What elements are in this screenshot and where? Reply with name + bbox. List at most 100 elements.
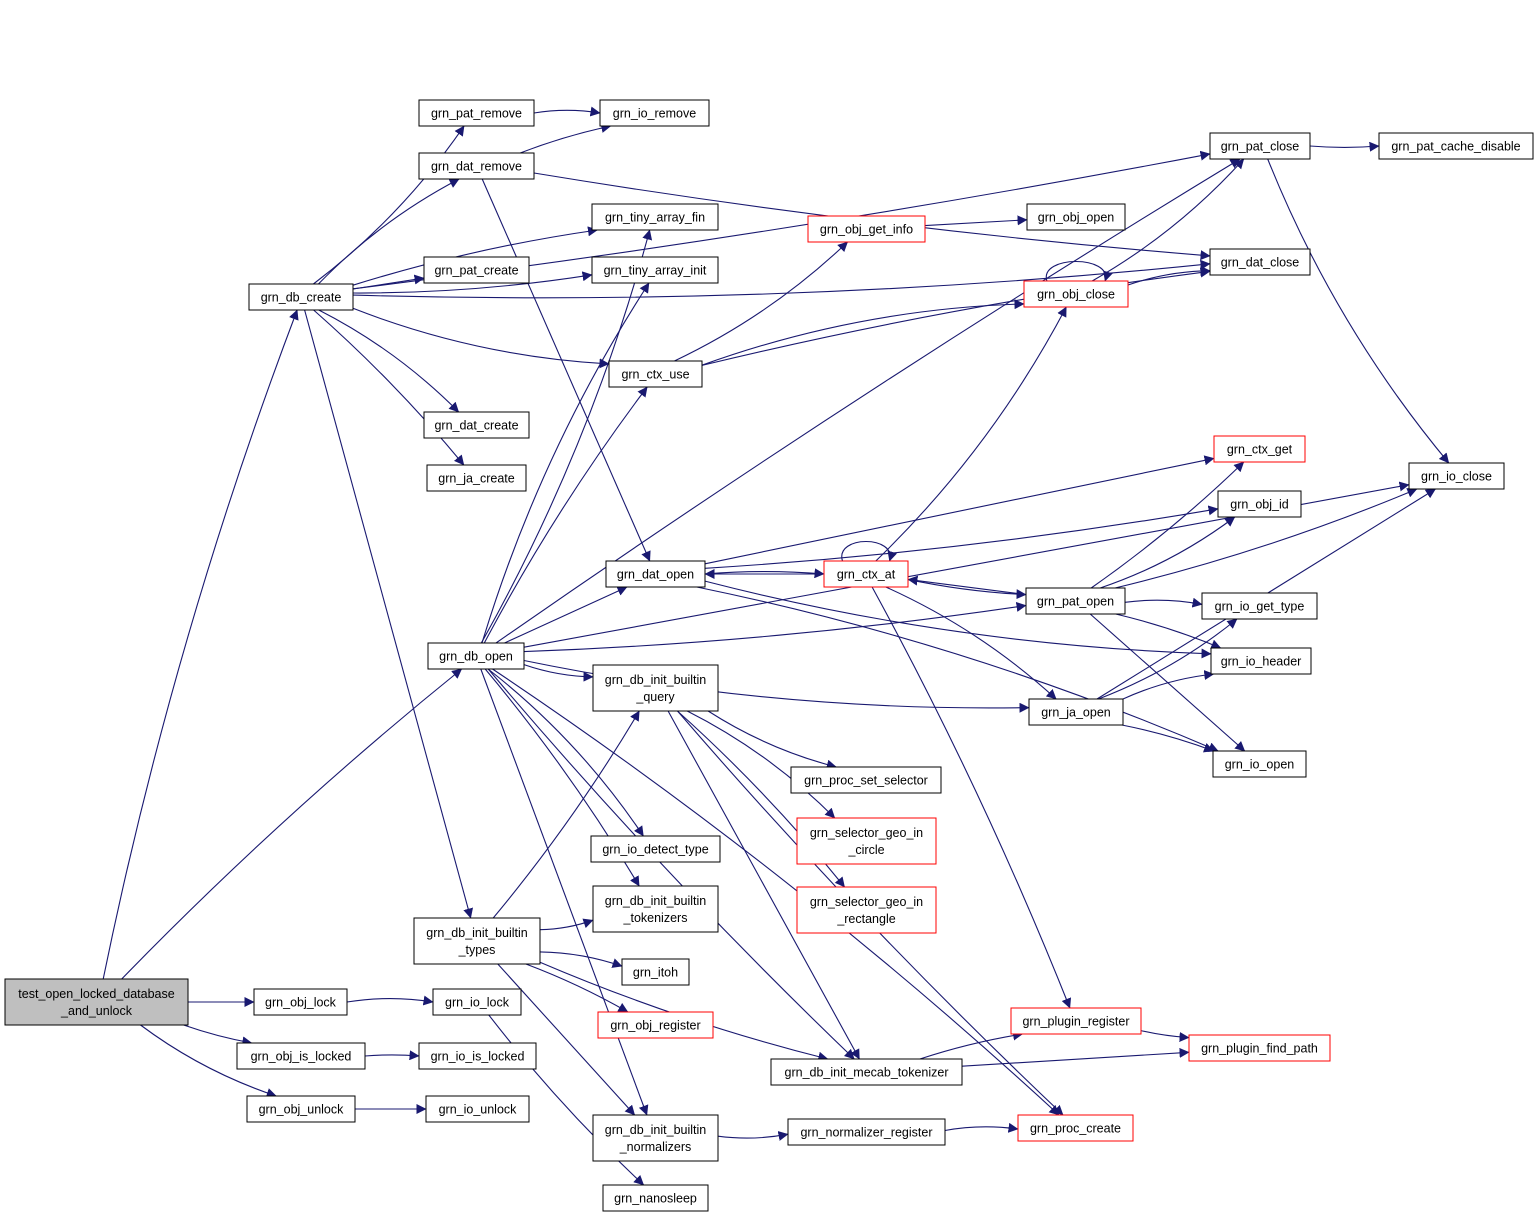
node-label: grn_tiny_array_fin	[605, 211, 705, 225]
node-label: grn_io_lock	[445, 996, 510, 1010]
node-pat-cache-disable[interactable]: grn_pat_cache_disable	[1378, 132, 1534, 160]
node-obj-get-info[interactable]: grn_obj_get_info	[807, 215, 926, 243]
node-geo-circle[interactable]: grn_selector_geo_in_circle	[796, 817, 937, 865]
node-nanosleep[interactable]: grn_nanosleep	[602, 1184, 709, 1212]
node-box	[248, 283, 354, 311]
call-edge-init_types-to-obj_register	[525, 963, 629, 1013]
node-plugin-register[interactable]: grn_plugin_register	[1010, 1007, 1142, 1035]
node-io-unlock[interactable]: grn_io_unlock	[425, 1095, 530, 1123]
node-init-types[interactable]: grn_db_init_builtin_types	[413, 917, 541, 965]
node-label: grn_ctx_get	[1227, 443, 1293, 457]
node-dat-create[interactable]: grn_dat_create	[423, 411, 530, 439]
node-normalizer-register[interactable]: grn_normalizer_register	[787, 1118, 946, 1146]
node-pat-open[interactable]: grn_pat_open	[1025, 587, 1126, 615]
node-pat-remove[interactable]: grn_pat_remove	[418, 99, 535, 127]
node-box	[790, 766, 942, 794]
call-edge-pat_remove-to-io_remove	[533, 106, 601, 117]
node-io-lock[interactable]: grn_io_lock	[432, 988, 522, 1016]
node-label: grn_ctx_use	[621, 368, 689, 382]
call-edge-init_types-to-itoh	[539, 951, 623, 968]
node-db-open[interactable]: grn_db_open	[427, 642, 525, 670]
node-label: grn_io_detect_type	[602, 843, 708, 857]
node-box	[796, 817, 937, 865]
node-itoh[interactable]: grn_itoh	[621, 958, 690, 986]
node-pat-create[interactable]: grn_pat_create	[423, 256, 530, 284]
node-dat-close[interactable]: grn_dat_close	[1209, 248, 1311, 276]
node-io-header[interactable]: grn_io_header	[1210, 647, 1312, 675]
node-box	[608, 360, 703, 388]
call-edge-pat_open-to-ctx_get	[1090, 461, 1245, 589]
call-edge-db_open-to-init_query	[523, 664, 594, 682]
node-label: grn_itoh	[633, 966, 678, 980]
node-box	[418, 1042, 537, 1070]
node-init-normalizers[interactable]: grn_db_init_builtin_normalizers	[592, 1114, 719, 1162]
node-geo-rect[interactable]: grn_selector_geo_in_rectangle	[796, 886, 937, 934]
node-io-detect[interactable]: grn_io_detect_type	[590, 835, 721, 863]
node-label: grn_ja_create	[438, 472, 514, 486]
node-obj-unlock[interactable]: grn_obj_unlock	[246, 1095, 356, 1123]
node-box	[418, 152, 535, 180]
node-proc-create[interactable]: grn_proc_create	[1017, 1114, 1134, 1142]
call-edge-ctx_at-to-ja_open	[885, 586, 1057, 700]
node-io-open[interactable]: grn_io_open	[1212, 750, 1307, 778]
node-ctx-use[interactable]: grn_ctx_use	[608, 360, 703, 388]
call-edge-dat_remove-to-io_remove	[520, 123, 612, 154]
call-edge-init_types-to-init_normalizers	[497, 963, 636, 1116]
call-edge-db_open-to-pat_open	[523, 601, 1027, 653]
node-box	[621, 958, 690, 986]
node-io-is-locked[interactable]: grn_io_is_locked	[418, 1042, 537, 1070]
node-box	[597, 1011, 714, 1039]
node-init-tokenizers[interactable]: grn_db_init_builtin_tokenizers	[592, 885, 719, 933]
node-io-get-type[interactable]: grn_io_get_type	[1201, 592, 1318, 620]
node-label: grn_pat_create	[434, 264, 518, 278]
node-label: grn_obj_close	[1037, 288, 1115, 302]
call-edge-ctx_at-to-pat_open	[907, 578, 1027, 600]
call-edge-ja_open-to-io_get_type	[1098, 618, 1238, 700]
node-obj-close[interactable]: grn_obj_close	[1023, 280, 1129, 308]
node-box	[1023, 280, 1129, 308]
node-pat-close[interactable]: grn_pat_close	[1209, 132, 1311, 160]
node-dat-remove[interactable]: grn_dat_remove	[418, 152, 535, 180]
node-io-remove[interactable]: grn_io_remove	[599, 99, 710, 127]
node-ctx-get[interactable]: grn_ctx_get	[1213, 435, 1306, 463]
call-edge-db_create-to-ctx_use	[352, 307, 610, 369]
node-label: grn_db_open	[439, 650, 513, 664]
node-label: grn_dat_remove	[431, 160, 522, 174]
call-edge-db_open-to-tiny_fin	[480, 229, 653, 644]
node-obj-open[interactable]: grn_obj_open	[1026, 203, 1126, 231]
call-edge-init_mecab-to-plugin_register	[919, 1030, 1024, 1060]
node-obj-id[interactable]: grn_obj_id	[1217, 490, 1302, 518]
node-box	[418, 99, 535, 127]
node-obj-lock[interactable]: grn_obj_lock	[253, 988, 348, 1016]
node-root[interactable]: test_open_locked_database_and_unlock	[4, 978, 189, 1026]
node-label: grn_dat_open	[617, 568, 694, 582]
node-proc-set-selector[interactable]: grn_proc_set_selector	[790, 766, 942, 794]
node-label: grn_obj_register	[610, 1019, 700, 1033]
call-edge-db_create-to-dat_remove	[318, 178, 460, 285]
call-edge-root-to-db_open	[121, 668, 463, 980]
node-tiny-fin[interactable]: grn_tiny_array_fin	[591, 203, 719, 231]
node-ja-open[interactable]: grn_ja_open	[1028, 698, 1124, 726]
node-db-create[interactable]: grn_db_create	[248, 283, 354, 311]
node-dat-open[interactable]: grn_dat_open	[605, 560, 706, 588]
node-tiny-init[interactable]: grn_tiny_array_init	[591, 256, 719, 284]
call-edge-pat_open-to-obj_id	[1100, 516, 1236, 589]
node-io-close[interactable]: grn_io_close	[1408, 462, 1505, 490]
node-ctx-at[interactable]: grn_ctx_at	[823, 560, 909, 588]
node-label: _circle	[847, 843, 884, 857]
node-label: grn_io_get_type	[1215, 600, 1305, 614]
call-edge-db_create-to-tiny_init	[352, 271, 593, 294]
node-init-query[interactable]: grn_db_init_builtin_query	[592, 664, 719, 712]
node-ja-create[interactable]: grn_ja_create	[426, 464, 527, 492]
call-edge-dat_remove-to-dat_open	[481, 178, 651, 562]
node-box	[592, 885, 719, 933]
call-edge-root-to-db_create	[102, 309, 299, 980]
node-box	[423, 256, 530, 284]
call-edge-io_lock-to-nanosleep	[488, 1014, 645, 1186]
node-plugin-find-path[interactable]: grn_plugin_find_path	[1188, 1034, 1331, 1062]
node-init-mecab[interactable]: grn_db_init_mecab_tokenizer	[770, 1058, 963, 1086]
node-obj-register[interactable]: grn_obj_register	[597, 1011, 714, 1039]
node-label: grn_nanosleep	[614, 1192, 697, 1206]
node-label: grn_ctx_at	[837, 568, 896, 582]
node-obj-is-locked[interactable]: grn_obj_is_locked	[236, 1042, 366, 1070]
